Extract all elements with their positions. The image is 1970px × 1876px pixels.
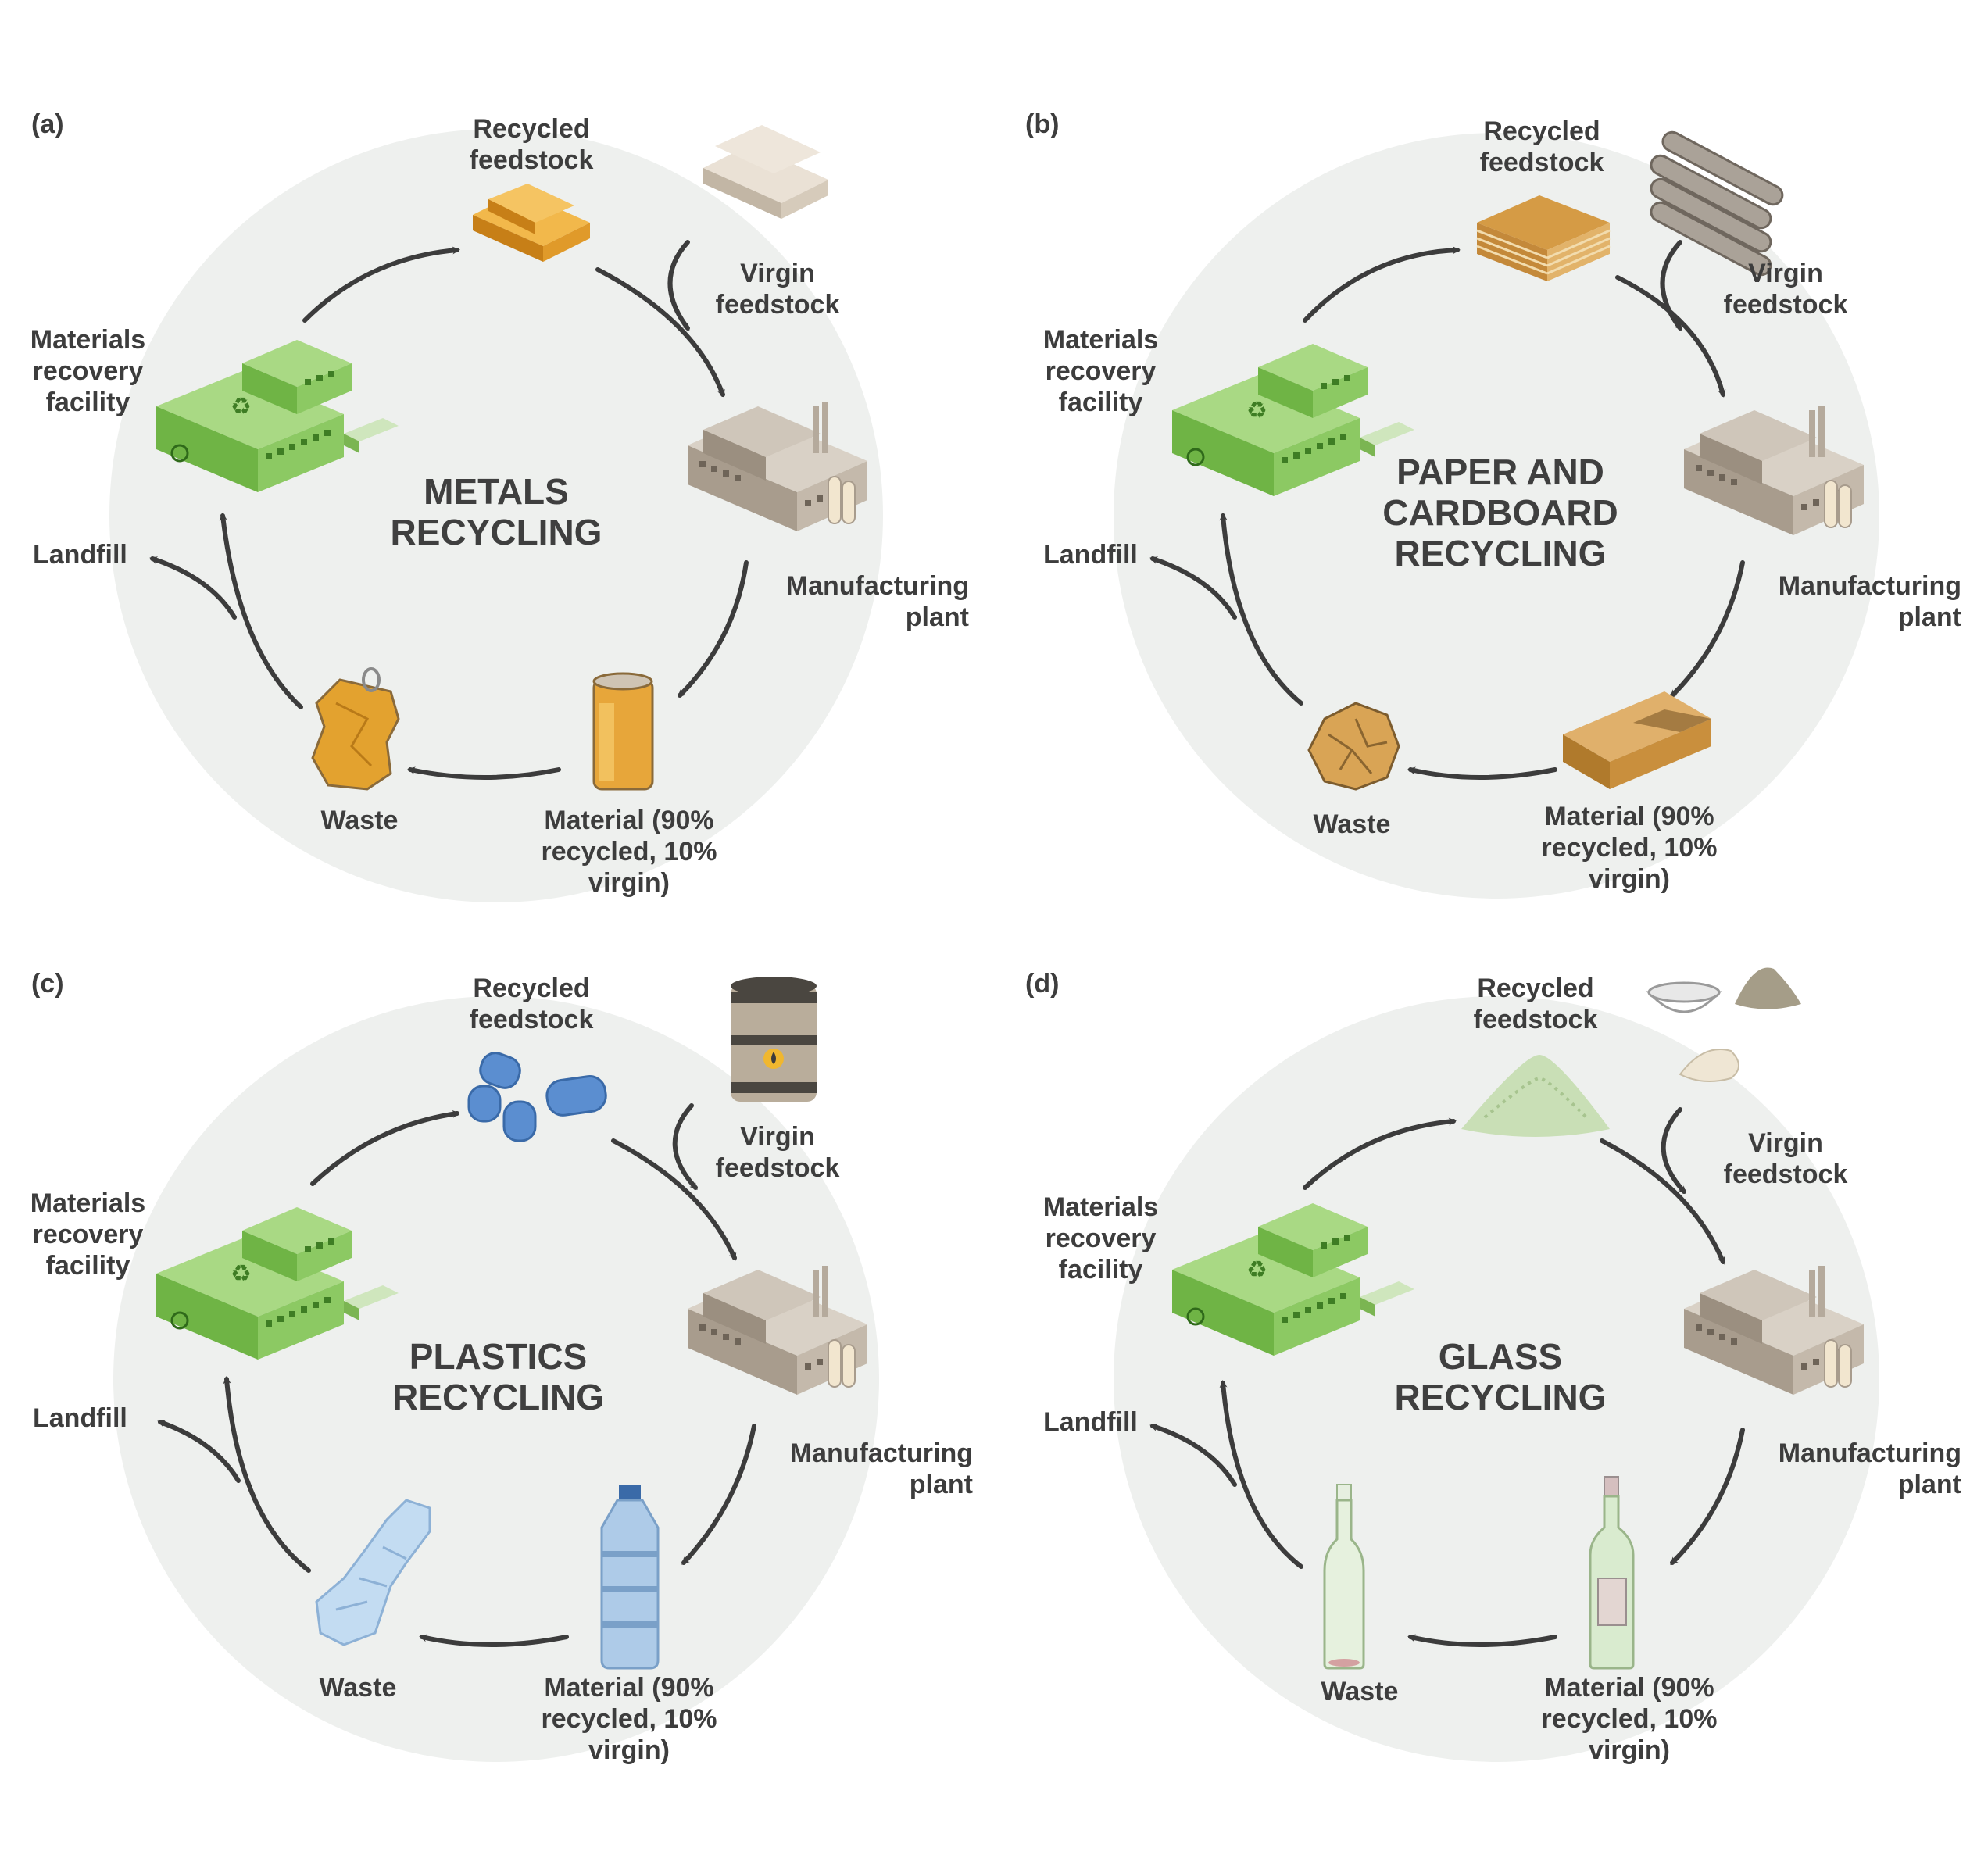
label-material: Material (90% recycled, 10% virgin) <box>541 1673 717 1765</box>
arrow-material-to-waste <box>1407 1634 1557 1647</box>
can-icon <box>592 672 654 791</box>
label-mrf: Materials recovery facility <box>1042 325 1159 417</box>
label-manufacturing-plant: Manufacturing plant <box>1778 1438 1961 1499</box>
label-recycled-feedstock: Recycled feedstock <box>469 114 594 175</box>
label-recycled-feedstock: Recycled feedstock <box>1473 974 1598 1034</box>
panel-tag: (a) <box>31 109 64 139</box>
arrow-waste-to-mrf <box>219 513 303 709</box>
arrow-recycled-to-plant <box>1615 275 1726 398</box>
label-virgin-feedstock: Virgin feedstock <box>715 1122 840 1183</box>
arrow-mrf-to-recycled <box>1303 1117 1457 1190</box>
label-material: Material (90% recycled, 10% virgin) <box>1541 1673 1718 1765</box>
crushed-can-icon <box>311 667 400 791</box>
glass-cullet-icon <box>1461 1055 1610 1137</box>
arrow-material-to-waste <box>1407 766 1557 780</box>
arrow-to-landfill <box>149 556 237 620</box>
crushed-bottle-icon <box>315 1499 431 1646</box>
label-material: Material (90% recycled, 10% virgin) <box>541 806 717 898</box>
arrow-waste-to-mrf <box>223 1376 311 1573</box>
panel-paper: (b) Recycled feedstock Virgin feedstock … <box>985 0 1969 938</box>
wine-bottle-icon <box>1589 1476 1635 1670</box>
arrow-plant-to-material <box>681 1424 756 1565</box>
arrow-waste-to-mrf <box>1219 1380 1303 1569</box>
cycle-circle <box>109 129 883 902</box>
arrow-virgin-to-plant <box>672 1103 698 1190</box>
arrow-plant-to-material <box>1670 1428 1745 1565</box>
label-virgin-feedstock: Virgin feedstock <box>1723 1128 1848 1189</box>
arrow-mrf-to-recycled <box>1303 246 1461 323</box>
label-recycled-feedstock: Recycled feedstock <box>469 974 594 1034</box>
label-waste: Waste <box>1313 809 1391 839</box>
label-recycled-feedstock: Recycled feedstock <box>1479 116 1604 177</box>
label-material: Material (90% recycled, 10% virgin) <box>1541 802 1718 894</box>
plastics-diagram <box>113 977 879 1762</box>
arrow-material-to-waste <box>407 766 561 780</box>
label-virgin-feedstock: Virgin feedstock <box>1723 259 1848 320</box>
arrow-virgin-to-plant <box>667 240 690 331</box>
label-mrf: Materials recovery facility <box>30 1188 146 1281</box>
oil-barrel-icon <box>731 977 817 1102</box>
arrow-material-to-waste <box>419 1634 569 1647</box>
label-mrf: Materials recovery facility <box>30 325 146 417</box>
panel-glass: (d) Recycled feedstock Virgin feedstock … <box>985 938 1969 1875</box>
gold-bars-icon <box>473 184 590 262</box>
panel-metals: (a) Recycled feedstock Virgin feedstock … <box>0 0 985 938</box>
label-virgin-feedstock: Virgin feedstock <box>715 259 840 320</box>
panel-tag: (d) <box>1025 969 1060 999</box>
arrow-plant-to-material <box>1670 560 1745 698</box>
arrow-to-landfill <box>1149 556 1237 620</box>
arrow-mrf-to-recycled <box>302 246 460 323</box>
logs-icon <box>1650 130 1784 277</box>
panel-plastics: (c) Recycled feedstock Virgin feedstock … <box>0 938 985 1875</box>
arrow-virgin-to-plant <box>1661 1107 1686 1194</box>
arrow-to-landfill <box>1149 1424 1237 1487</box>
arrow-recycled-to-plant <box>1600 1138 1725 1265</box>
arrow-mrf-to-recycled <box>310 1110 460 1186</box>
plastic-pellets-icon <box>467 1052 607 1142</box>
arrow-virgin-to-plant <box>1660 240 1682 331</box>
panel-tag: (b) <box>1025 109 1060 139</box>
cardboard-stack-icon <box>1476 195 1611 281</box>
arrow-waste-to-mrf <box>1219 513 1303 706</box>
arrow-to-landfill <box>157 1420 241 1483</box>
silver-ingots-icon <box>703 125 828 219</box>
label-manufacturing-plant: Manufacturing plant <box>785 571 969 632</box>
label-landfill: Landfill <box>33 1403 127 1433</box>
panel-tag: (c) <box>31 969 64 999</box>
label-manufacturing-plant: Manufacturing plant <box>1778 571 1961 632</box>
label-waste: Waste <box>1321 1677 1399 1706</box>
crumpled-paper-icon <box>1307 702 1400 791</box>
arrow-recycled-to-plant <box>611 1138 737 1261</box>
paper-diagram <box>1114 130 1879 899</box>
cycle-circle <box>113 996 879 1762</box>
sand-bowl-icon <box>1646 967 1801 1082</box>
arrow-recycled-to-plant <box>595 267 725 398</box>
label-landfill: Landfill <box>1043 1407 1138 1437</box>
arrow-plant-to-material <box>678 560 749 698</box>
label-mrf: Materials recovery facility <box>1042 1192 1159 1285</box>
label-waste: Waste <box>320 806 399 835</box>
label-waste: Waste <box>319 1673 397 1703</box>
glass-bottle-icon <box>1323 1484 1365 1670</box>
bottle-icon <box>600 1485 660 1670</box>
label-landfill: Landfill <box>33 540 127 570</box>
box-icon <box>1563 691 1711 789</box>
label-landfill: Landfill <box>1043 540 1138 570</box>
metals-diagram <box>109 125 883 902</box>
label-manufacturing-plant: Manufacturing plant <box>789 1438 973 1499</box>
glass-diagram <box>1114 967 1879 1762</box>
